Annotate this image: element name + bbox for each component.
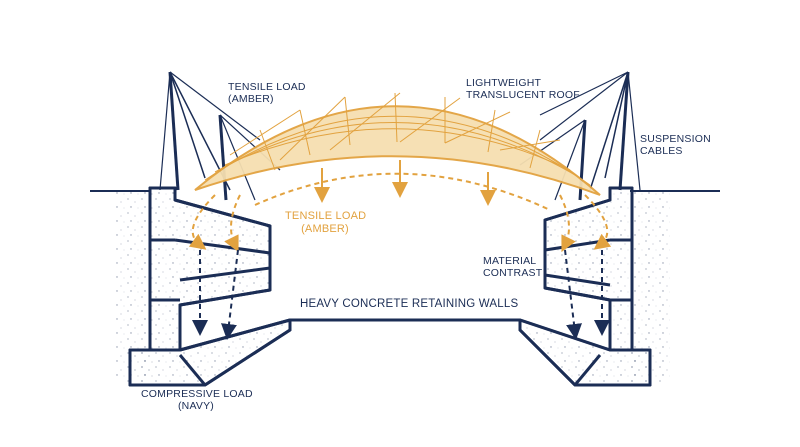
material-line1: MATERIAL: [483, 255, 537, 267]
suspension-cables-label: SUSPENSION CABLES: [640, 133, 711, 157]
right-retaining-wall: [518, 186, 652, 387]
tensile-load-paths: [188, 172, 612, 253]
tensile-load-mid-line2: (AMBER): [301, 223, 349, 235]
roof-label: LIGHTWEIGHT TRANSLUCENT ROOF: [466, 77, 580, 101]
translucent-roof: [194, 92, 601, 196]
retaining-walls-label: HEAVY CONCRETE RETAINING WALLS: [300, 298, 519, 310]
left-retaining-wall: [128, 186, 292, 387]
tensile-load-top-line1: TENSILE LOAD: [228, 81, 306, 93]
right-masts: [519, 71, 641, 201]
roof-line1: LIGHTWEIGHT: [466, 77, 542, 89]
material-line2: CONTRAST: [483, 267, 543, 279]
tensile-load-top-label: TENSILE LOAD (AMBER): [228, 81, 306, 105]
compressive-line2: (NAVY): [177, 400, 214, 412]
tensile-load-mid-line1: TENSILE LOAD: [285, 210, 367, 222]
material-contrast-label: MATERIAL CONTRAST: [483, 255, 542, 279]
compressive-line1: COMPRESSIVE LOAD: [141, 388, 253, 400]
cables-line2: CABLES: [640, 145, 683, 157]
roof-load-arrows: [314, 160, 496, 206]
tensile-load-mid-label: TENSILE LOAD (AMBER): [285, 210, 367, 236]
tensile-load-top-line2: (AMBER): [228, 93, 274, 105]
cables-line1: SUSPENSION: [640, 133, 711, 145]
roof-line2: TRANSLUCENT ROOF: [466, 89, 580, 101]
compressive-load-label: COMPRESSIVE LOAD (NAVY): [141, 388, 253, 412]
compressive-load-paths: [192, 249, 610, 340]
